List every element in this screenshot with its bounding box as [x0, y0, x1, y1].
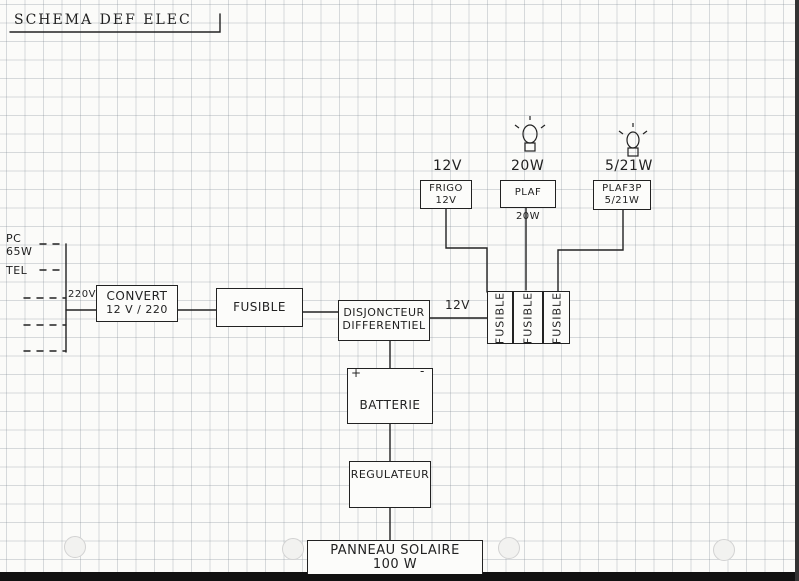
battery-plus-terminal: + [351, 366, 362, 380]
converter-box: CONVERT 12 V / 220 [96, 285, 178, 322]
pc-power-label: 65W [6, 245, 33, 258]
fridge-line2: 12V [435, 195, 457, 206]
fridge-line1: FRIGO [429, 183, 463, 194]
fridge-box: FRIGO 12V [420, 180, 472, 209]
binder-hole [64, 536, 86, 558]
wire-fuse3-plaf3p [557, 209, 624, 293]
title-frame-line [9, 13, 221, 33]
load-fuse-1-label: FUSIBLE [493, 291, 507, 344]
ceiling-light-20w-box: PLAF 20W [500, 180, 556, 222]
plaf3p-rating: 5/21W [605, 158, 653, 174]
load-fuse-1: FUSIBLE [487, 291, 513, 344]
ceiling-light-20w-label: PLAF 20W [514, 187, 542, 222]
breaker-line1: DISJONCTEUR [343, 306, 425, 319]
plaf-20w-rating: 20W [511, 158, 545, 174]
bulb-icon-20w [514, 116, 546, 152]
solar-panel-line2: 100 W [372, 557, 418, 572]
load-fuse-2-label: FUSIBLE [521, 291, 535, 344]
solar-panel-line1: PANNEAU SOLAIRE [330, 543, 460, 558]
battery-minus-terminal: - [420, 364, 425, 378]
bulb-icon-5-21w [618, 123, 648, 157]
solar-panel-box: PANNEAU SOLAIRE 100 W [307, 540, 483, 574]
frigo-rating: 12V [433, 158, 462, 174]
tel-label: TEL [6, 264, 28, 277]
battery-box: BATTERIE [347, 368, 433, 424]
load-fuse-3: FUSIBLE [543, 291, 570, 344]
binder-hole [498, 537, 520, 559]
pc-label: PC [6, 232, 22, 245]
line-voltage-label: 12V [445, 298, 470, 312]
wire-fuse1-frigo [445, 207, 488, 293]
ceiling-light-3p-line2: 5/21W [604, 195, 640, 206]
scan-edge-right [795, 0, 799, 581]
ceiling-light-3p-box: PLAF3P 5/21W [593, 180, 651, 210]
main-fuse-box: FUSIBLE [216, 288, 303, 327]
differential-breaker-box: DISJONCTEUR DIFFERENTIEL [338, 300, 430, 341]
load-fuse-3-label: FUSIBLE [550, 291, 563, 344]
voltage-in-label: 220V [68, 289, 96, 300]
converter-line2: 12 V / 220 [106, 303, 168, 316]
converter-line1: CONVERT [106, 289, 168, 303]
diagram-title: SCHEMA DEF ELEC [14, 12, 192, 28]
binder-hole [282, 538, 304, 560]
breaker-line2: DIFFERENTIEL [342, 319, 426, 332]
binder-hole [713, 539, 735, 561]
load-fuse-2: FUSIBLE [513, 291, 543, 344]
scan-edge-bottom [0, 572, 799, 581]
ceiling-light-3p-line1: PLAF3P [602, 183, 642, 194]
regulator-box: REGULATEUR [349, 461, 431, 508]
